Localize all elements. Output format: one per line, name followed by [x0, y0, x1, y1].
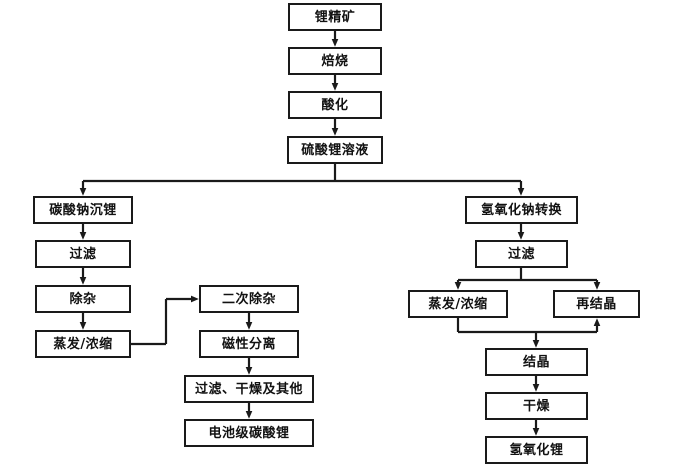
node-label: 电池级碳酸锂: [208, 425, 290, 441]
node-crystallization[interactable]: 结晶: [485, 348, 588, 376]
node-roasting[interactable]: 焙烧: [288, 47, 382, 75]
node-label: 干燥: [522, 398, 550, 414]
node-label: 结晶: [522, 354, 550, 370]
node-sodium-hydroxide-conversion[interactable]: 氢氧化钠转换: [465, 196, 578, 224]
node-label: 碳酸钠沉锂: [49, 202, 117, 218]
node-lithium-hydroxide[interactable]: 氢氧化锂: [485, 436, 588, 464]
node-label: 氢氧化钠转换: [480, 202, 562, 218]
node-label: 氢氧化锂: [509, 442, 564, 458]
node-magnetic-separation[interactable]: 磁性分离: [199, 330, 299, 358]
node-label: 蒸发/浓缩: [53, 336, 113, 352]
node-label: 锂精矿: [314, 9, 356, 25]
node-drying[interactable]: 干燥: [485, 392, 588, 420]
node-recrystallization[interactable]: 再结晶: [553, 290, 640, 318]
node-label: 酸化: [321, 97, 349, 113]
node-filtration-left[interactable]: 过滤: [35, 240, 131, 268]
node-label: 除杂: [69, 291, 97, 307]
node-lithium-sulfate-solution[interactable]: 硫酸锂溶液: [287, 136, 383, 164]
node-lithium-concentrate[interactable]: 锂精矿: [288, 3, 382, 31]
node-label: 过滤、干燥及其他: [194, 381, 303, 397]
node-secondary-impurity-removal[interactable]: 二次除杂: [199, 285, 299, 313]
node-label: 焙烧: [321, 53, 349, 69]
node-label: 过滤: [507, 246, 535, 262]
node-acidification[interactable]: 酸化: [288, 91, 382, 119]
node-label: 蒸发/浓缩: [428, 296, 488, 312]
node-label: 硫酸锂溶液: [301, 142, 369, 158]
node-sodium-carbonate-precipitation[interactable]: 碳酸钠沉锂: [33, 196, 133, 224]
node-evaporation-concentration-right[interactable]: 蒸发/浓缩: [408, 290, 508, 318]
node-evaporation-concentration-left[interactable]: 蒸发/浓缩: [35, 330, 131, 358]
node-label: 二次除杂: [221, 291, 276, 307]
node-label: 再结晶: [576, 296, 617, 312]
node-impurity-removal[interactable]: 除杂: [35, 285, 131, 313]
node-filtration-drying-other[interactable]: 过滤、干燥及其他: [184, 375, 314, 403]
node-filtration-right[interactable]: 过滤: [475, 240, 568, 268]
node-battery-grade-lithium-carbonate[interactable]: 电池级碳酸锂: [184, 419, 314, 447]
node-label: 过滤: [69, 246, 97, 262]
node-label: 磁性分离: [221, 336, 276, 352]
